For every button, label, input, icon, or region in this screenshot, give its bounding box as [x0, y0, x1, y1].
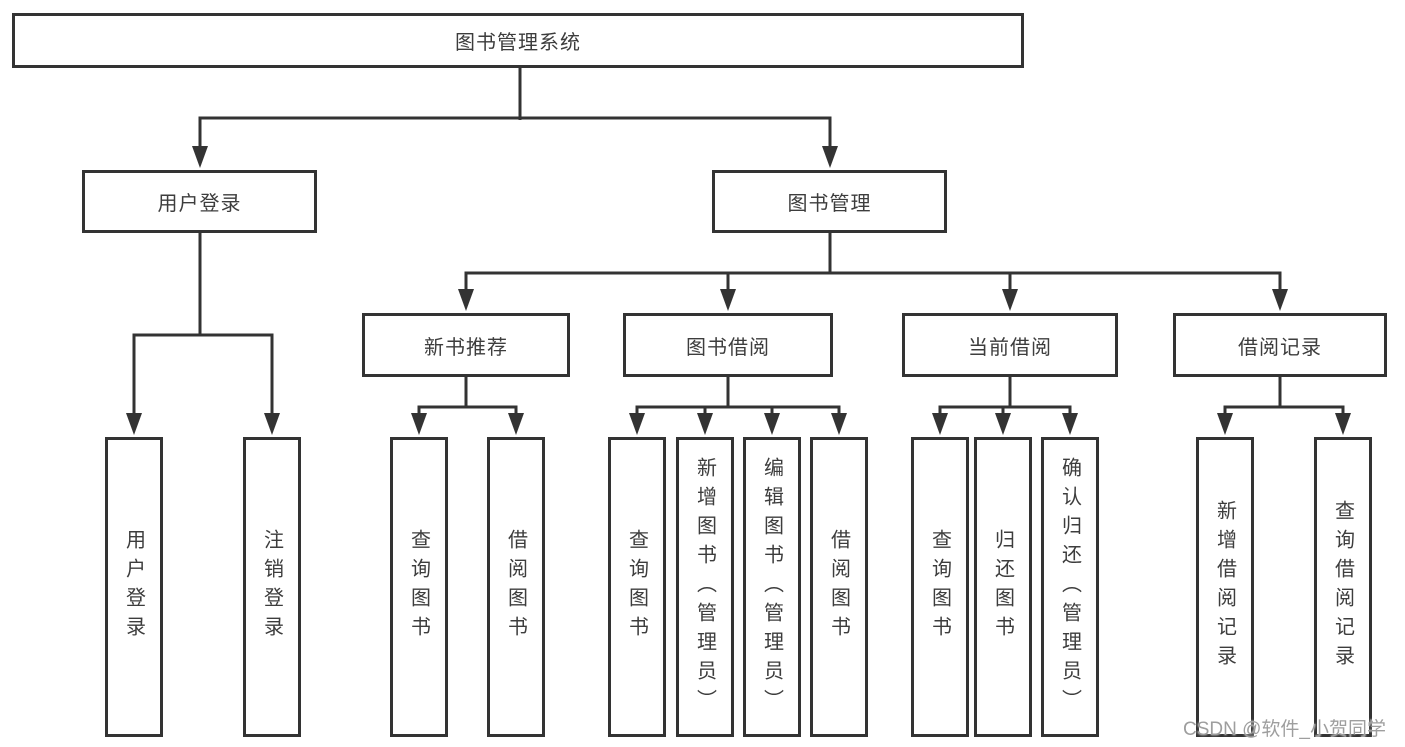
leaf-label: 新增借阅记录	[1213, 500, 1236, 674]
csdn-watermark: CSDN @软件_小贺同学	[1183, 719, 1386, 740]
leaf-label: 借阅图书	[504, 529, 527, 645]
leaf-label: 确认归还（管理员）	[1058, 456, 1081, 718]
node-book-management: 图书管理	[712, 170, 947, 233]
leaf-label: 查询借阅记录	[1331, 500, 1354, 674]
node-current-borrowing: 当前借阅	[902, 313, 1118, 377]
leaf-label: 新增图书（管理员）	[693, 456, 716, 718]
leaf-user-login: 用户登录	[105, 437, 163, 737]
leaf-label: 注销登录	[260, 529, 283, 645]
leaf-query-books: 查询图书	[390, 437, 448, 737]
leaf-logout: 注销登录	[243, 437, 301, 737]
leaf-label: 用户登录	[122, 529, 145, 645]
leaf-label: 查询图书	[928, 529, 951, 645]
node-label: 图书管理	[787, 193, 872, 215]
leaf-label: 查询图书	[625, 529, 648, 645]
node-label: 图书管理系统	[455, 32, 581, 54]
leaf-label: 编辑图书（管理员）	[760, 456, 783, 718]
leaf-query-books: 查询图书	[911, 437, 969, 737]
leaf-borrow-books: 借阅图书	[810, 437, 868, 737]
leaf-borrow-books: 借阅图书	[487, 437, 545, 737]
leaf-label: 归还图书	[991, 529, 1014, 645]
leaf-query-borrowing-record: 查询借阅记录	[1314, 437, 1372, 737]
node-label: 图书借阅	[686, 336, 770, 359]
node-label: 新书推荐	[424, 336, 508, 359]
node-new-book-recommendation: 新书推荐	[362, 313, 570, 377]
leaf-label: 查询图书	[407, 529, 430, 645]
arrowheads	[126, 146, 1351, 435]
node-label: 用户登录	[157, 193, 242, 215]
leaf-add-books-admin: 新增图书（管理员）	[676, 437, 734, 737]
leaf-return-books: 归还图书	[974, 437, 1032, 737]
node-label: 借阅记录	[1238, 336, 1322, 359]
node-label: 当前借阅	[968, 336, 1052, 359]
node-user-login: 用户登录	[82, 170, 317, 233]
node-book-borrowing: 图书借阅	[623, 313, 833, 377]
node-library-management-system: 图书管理系统	[12, 13, 1024, 68]
leaf-add-borrowing-record: 新增借阅记录	[1196, 437, 1254, 737]
leaf-label: 借阅图书	[827, 529, 850, 645]
leaf-edit-books-admin: 编辑图书（管理员）	[743, 437, 801, 737]
leaf-confirm-return-admin: 确认归还（管理员）	[1041, 437, 1099, 737]
leaf-query-books: 查询图书	[608, 437, 666, 737]
node-borrowing-records: 借阅记录	[1173, 313, 1387, 377]
